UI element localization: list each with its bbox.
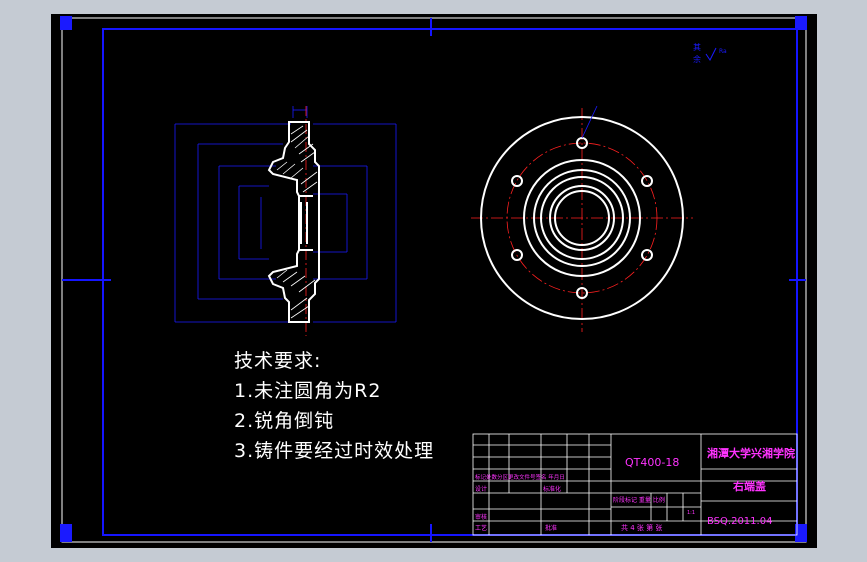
front-circles bbox=[480, 116, 684, 320]
inner-frame bbox=[102, 28, 798, 536]
roughness-symbol-label: Ra bbox=[719, 48, 727, 55]
cad-viewport[interactable]: 其 余 Ra bbox=[51, 14, 817, 548]
front-view bbox=[471, 105, 693, 332]
tech-req-heading: 技术要求: bbox=[234, 350, 322, 372]
hole-leader-line bbox=[581, 105, 598, 139]
review-label: 审核 bbox=[475, 513, 487, 521]
roughness-symbol-icon bbox=[705, 47, 717, 61]
corner-marker-tl bbox=[60, 16, 72, 30]
title-block: QT400-18 湘潭大学兴湘学院 右端盖 BSQ.2011.04 标记处数分区… bbox=[472, 433, 798, 536]
scale-value: 1:1 bbox=[687, 510, 695, 516]
section-view bbox=[174, 106, 397, 336]
surface-note-line1: 其 bbox=[693, 43, 701, 52]
engineering-drawing: 其 余 Ra bbox=[60, 16, 807, 543]
tech-req-item-1: 1.未注圆角为R2 bbox=[234, 380, 382, 402]
front-center-lines bbox=[471, 108, 693, 332]
surface-roughness-note: 其 余 Ra bbox=[693, 43, 727, 64]
corner-marker-bl bbox=[60, 524, 72, 542]
sheets-label: 共 4 张 第 张 bbox=[621, 523, 662, 532]
section-hatching bbox=[276, 125, 318, 319]
stage-label: 阶段标记 重量 比例 bbox=[613, 496, 665, 504]
drawing-number-label: BSQ.2011.04 bbox=[707, 516, 772, 527]
part-name-label: 右端盖 bbox=[732, 479, 766, 493]
section-part-profile bbox=[267, 121, 320, 323]
approve-label: 批准 bbox=[545, 524, 557, 532]
section-dimensions bbox=[174, 106, 397, 323]
material-label: QT400-18 bbox=[625, 456, 679, 469]
tech-req-item-2: 2.锐角倒钝 bbox=[234, 410, 335, 432]
technical-requirements: 技术要求: 1.未注圆角为R2 2.锐角倒钝 3.铸件要经过时效处理 bbox=[234, 346, 434, 466]
tech-req-item-3: 3.铸件要经过时效处理 bbox=[234, 440, 435, 462]
revision-row-label: 标记处数分区更改文件号签名 年月日 bbox=[475, 473, 565, 481]
process-label: 工艺 bbox=[475, 524, 487, 532]
school-label: 湘潭大学兴湘学院 bbox=[707, 446, 795, 460]
surface-note-line2: 余 bbox=[693, 54, 701, 64]
standardize-label: 标准化 bbox=[543, 485, 561, 493]
design-label: 设计 bbox=[475, 485, 487, 493]
corner-marker-tr bbox=[795, 16, 807, 30]
